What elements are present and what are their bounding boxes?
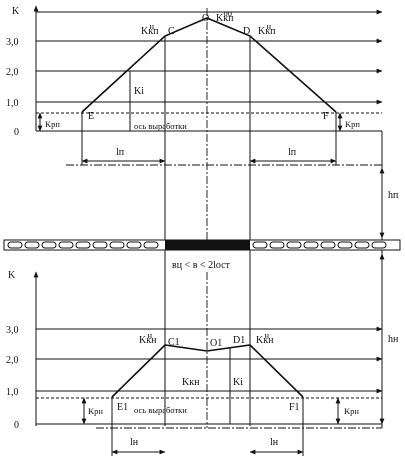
bottom-l-right: lн <box>270 437 279 448</box>
top-l-right: lп <box>288 147 297 158</box>
point-e1: E1 <box>117 402 128 413</box>
top-krp-right: Kрп <box>345 119 360 129</box>
top-k-left: Kкпн <box>141 21 159 37</box>
bottom-axis-label: K <box>8 270 16 281</box>
seam-condition: вц < в < 2lост <box>172 260 231 271</box>
point-e: E <box>88 111 94 122</box>
bottom-krn-left: Kрн <box>88 406 103 416</box>
point-c1: C1 <box>168 337 180 348</box>
top-k-top: Kкпoo <box>216 8 234 24</box>
point-o: O <box>202 13 209 24</box>
seam-band: вц < в < 2lост <box>3 239 401 271</box>
top-curve <box>81 17 337 113</box>
bottom-panel: K 3,0 2,0 1,0 0 C1 O1 D1 E1 F1 Kкнн Kкнн… <box>6 250 399 456</box>
top-krp-left: Kрп <box>45 119 60 129</box>
bottom-krn-right: Kрн <box>344 406 359 416</box>
bottom-tick-0: 0 <box>14 420 19 431</box>
point-f1: F1 <box>289 402 300 413</box>
bottom-k-i: Ki <box>233 377 243 388</box>
top-tick-0: 0 <box>14 127 19 138</box>
top-tick-2: 2,0 <box>6 67 19 78</box>
top-axis-label: K <box>12 6 20 17</box>
bottom-k-left: Kкнн <box>139 330 157 346</box>
top-k-right: Kкпн <box>258 21 276 37</box>
top-l-left: lп <box>116 147 125 158</box>
bottom-curve <box>111 344 304 398</box>
top-h: hп <box>388 190 399 201</box>
bottom-k-right: Kкнн <box>256 330 274 346</box>
point-d: D <box>243 26 250 37</box>
bottom-h: hн <box>388 334 399 345</box>
point-c: C <box>168 26 175 37</box>
bottom-tick-1: 1,0 <box>6 387 19 398</box>
bottom-k-center: Kкн <box>182 377 200 388</box>
top-tick-1: 1,0 <box>6 98 19 109</box>
point-d1: D1 <box>233 335 245 346</box>
top-k-i: Ki <box>134 86 144 97</box>
point-o1: O1 <box>210 338 222 349</box>
point-f: F <box>323 111 329 122</box>
seam-excavation <box>165 240 250 250</box>
bottom-tick-3: 3,0 <box>6 325 19 336</box>
seam-cells <box>7 241 387 249</box>
top-tick-3: 3,0 <box>6 37 19 48</box>
top-panel: K 3,0 2,0 1,0 0 O C D E F Kкпн Kкпoo Kк <box>6 5 399 244</box>
bottom-tick-2: 2,0 <box>6 355 19 366</box>
bottom-axis-text: ось выработки <box>134 405 187 415</box>
top-axis-text: ось выработки <box>134 121 187 131</box>
bottom-l-left: lн <box>130 437 139 448</box>
